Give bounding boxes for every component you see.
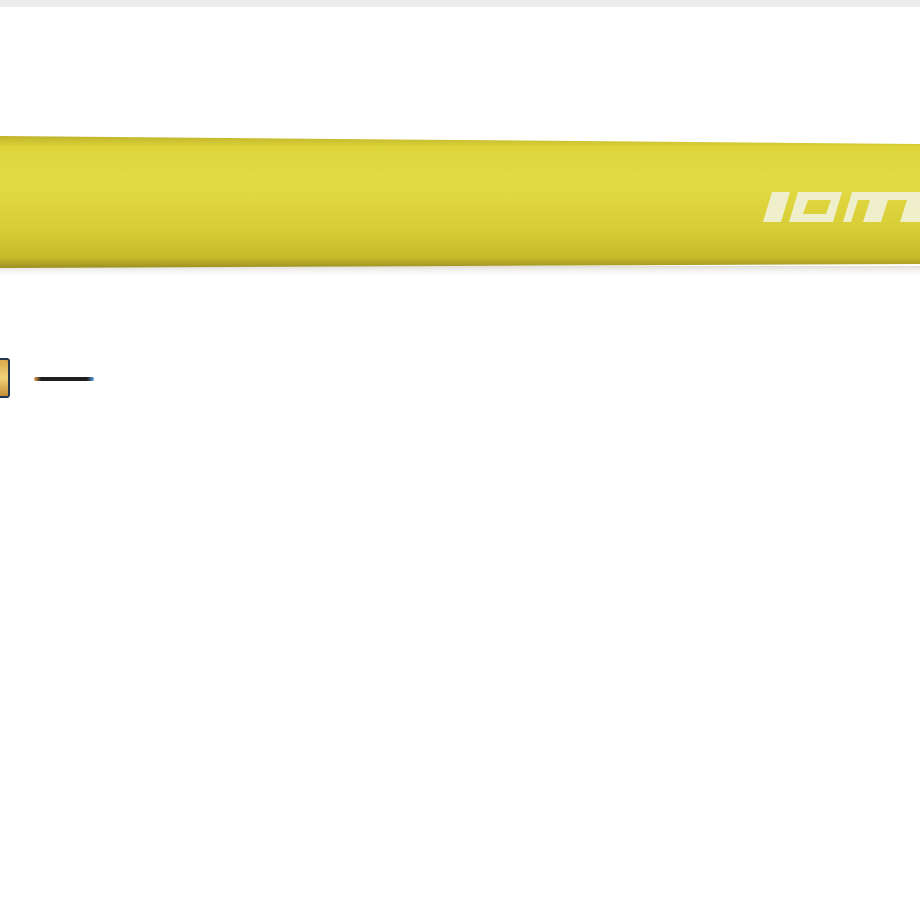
top-strip — [0, 0, 920, 7]
thumbnail-icon[interactable] — [0, 358, 10, 398]
logo-mark — [763, 192, 920, 222]
product-image[interactable] — [0, 128, 920, 278]
thumbnail-row — [0, 352, 200, 408]
minimize-dash-icon[interactable] — [34, 377, 94, 381]
yellow-grip-svg — [0, 136, 920, 278]
